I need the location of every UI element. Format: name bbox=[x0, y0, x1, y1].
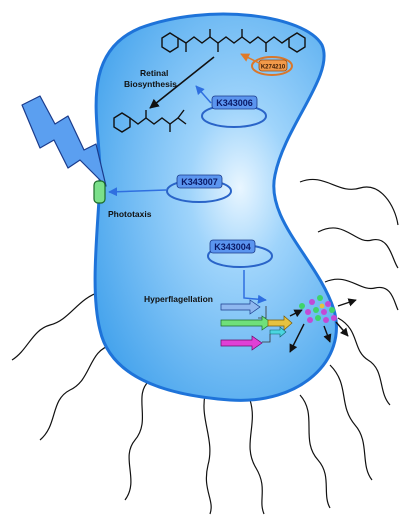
orange-arrow bbox=[240, 53, 262, 65]
promoter-line bbox=[258, 306, 267, 319]
hyperflagellation-label: Hyperflagellation bbox=[144, 294, 213, 304]
flagellum bbox=[337, 317, 391, 406]
flagellum bbox=[299, 178, 399, 226]
flagellum bbox=[39, 344, 113, 441]
cluster-arrow bbox=[323, 325, 332, 343]
gene-arrow-yellow bbox=[267, 315, 293, 331]
gene-arrow-green bbox=[220, 315, 273, 331]
flagellum bbox=[299, 394, 331, 509]
plasmid-label: K343007 bbox=[181, 177, 218, 187]
flagellum bbox=[324, 278, 399, 311]
gene-arrow-magenta bbox=[220, 335, 263, 351]
gene-arrow-cyan bbox=[269, 326, 287, 338]
flagellum bbox=[317, 227, 399, 269]
plasmid-label: K343006 bbox=[216, 98, 253, 108]
plasmid-label: K274210 bbox=[261, 65, 286, 71]
flagellum bbox=[11, 291, 101, 361]
plasmid-label: K343004 bbox=[214, 242, 251, 252]
retinal-molecule bbox=[161, 29, 306, 53]
cluster-arrow bbox=[335, 321, 349, 337]
lightning-icon bbox=[21, 95, 107, 187]
cluster-arrow bbox=[289, 309, 303, 318]
flagellar-protein-cluster bbox=[299, 295, 337, 323]
biosynthesis-label: Biosynthesis bbox=[124, 79, 177, 89]
flagella bbox=[11, 178, 399, 515]
flagellum bbox=[124, 379, 151, 501]
promoter-line bbox=[262, 334, 271, 343]
retinal-label: Retinal bbox=[140, 68, 168, 78]
gene-cassette bbox=[220, 299, 293, 351]
flagellum bbox=[203, 394, 212, 515]
phototaxis-label: Phototaxis bbox=[108, 209, 152, 219]
blue-arrow-hyperflagellation bbox=[243, 270, 267, 304]
plasmid-k343004: K343004 bbox=[207, 239, 273, 268]
plasmid-k274210: K274210 bbox=[251, 56, 293, 76]
cluster-arrow bbox=[337, 298, 357, 307]
plasmid-k343007: K343007 bbox=[166, 174, 232, 203]
blue-arrow-retinal bbox=[195, 85, 212, 104]
biosynthesis-arrow bbox=[149, 56, 215, 109]
flagellum bbox=[249, 399, 265, 515]
retinal-product-molecule bbox=[113, 109, 187, 133]
photoreceptor-icon bbox=[93, 180, 106, 204]
gene-arrow-blue bbox=[220, 299, 261, 315]
cluster-arrow bbox=[289, 323, 305, 353]
cell-body bbox=[93, 12, 338, 402]
blue-arrow-phototaxis bbox=[108, 187, 167, 197]
plasmid-k343006: K343006 bbox=[201, 95, 267, 128]
flagellum bbox=[329, 364, 373, 481]
